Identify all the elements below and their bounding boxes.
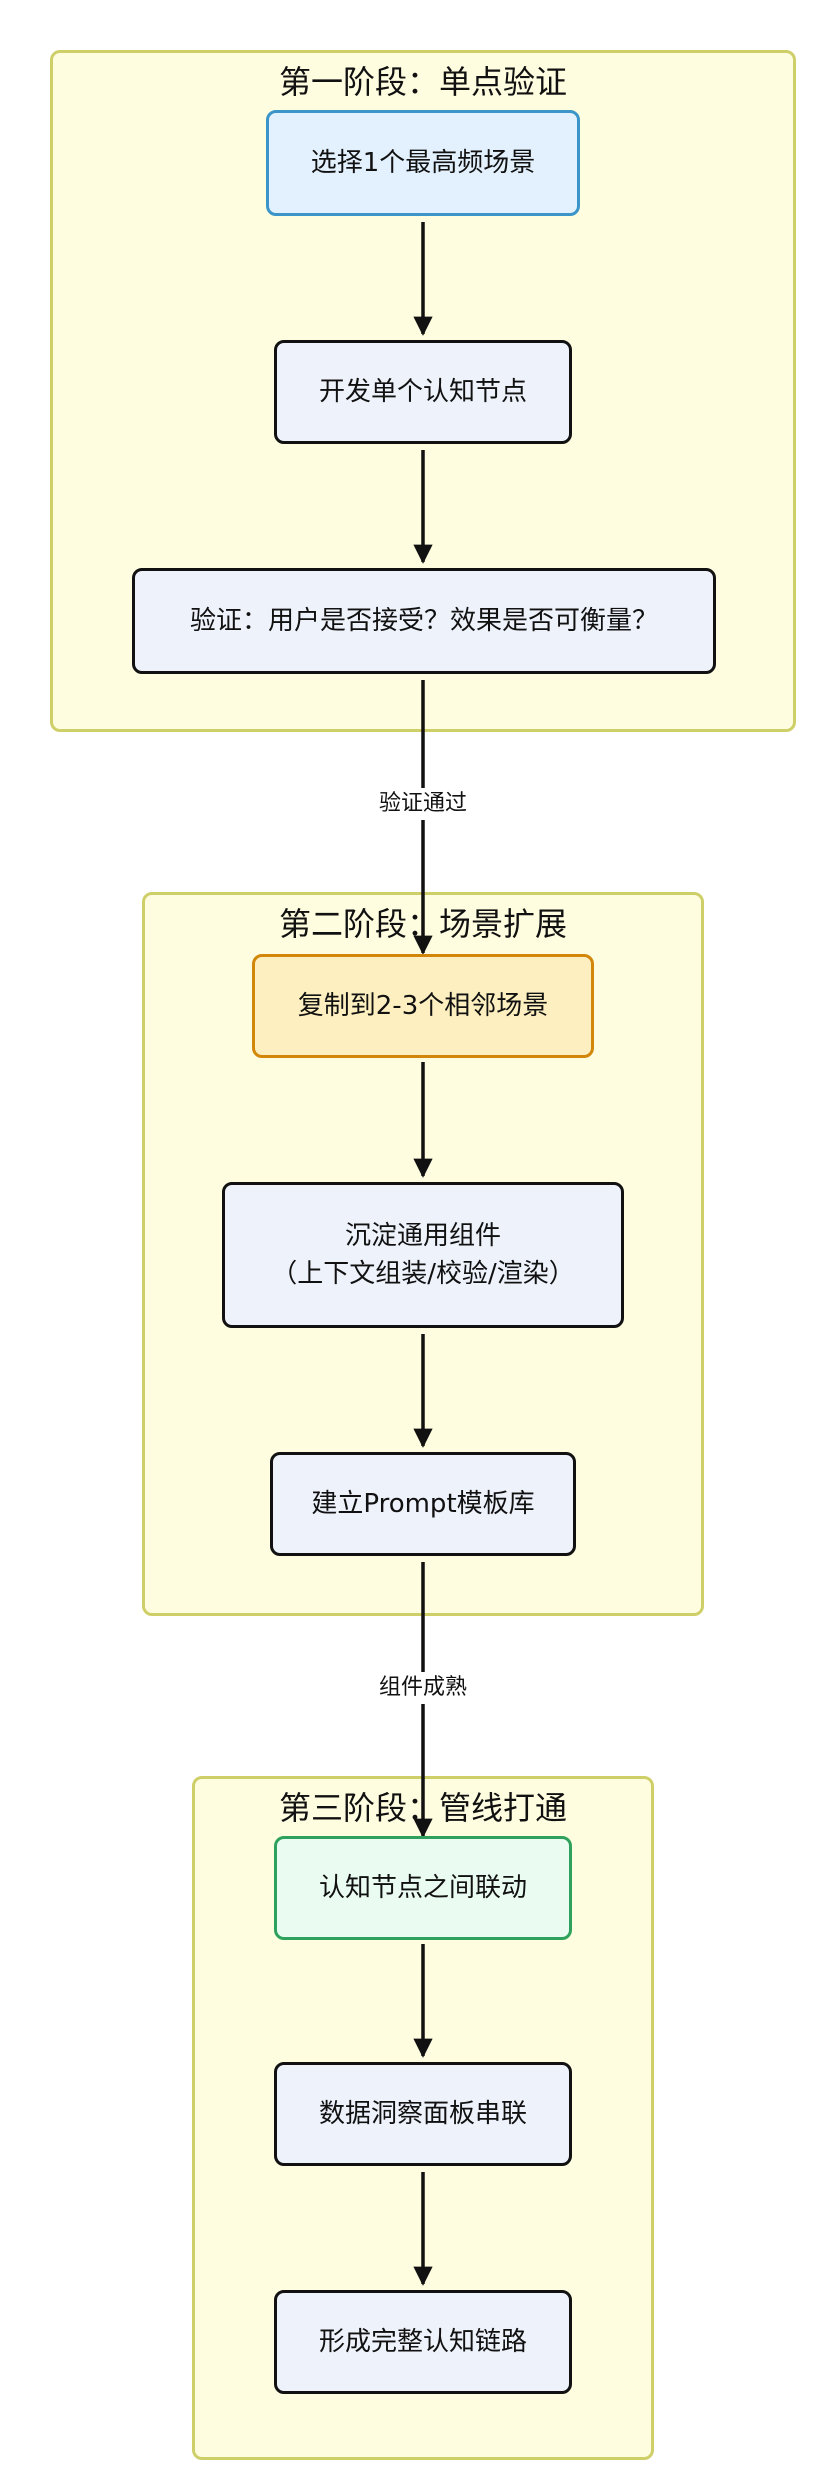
transition-label-validated: 验证通过 xyxy=(372,788,474,820)
node-shared-components: 沉淀通用组件 （上下文组装/校验/渲染） xyxy=(222,1182,624,1328)
transition-label-components-mature: 组件成熟 xyxy=(372,1672,474,1704)
node-complete-cognitive-chain: 形成完整认知链路 xyxy=(274,2290,572,2394)
node-select-top-scenario: 选择1个最高频场景 xyxy=(266,110,580,216)
stage-1-title: 第一阶段：单点验证 xyxy=(278,63,567,101)
node-validate-acceptance: 验证：用户是否接受？效果是否可衡量？ xyxy=(132,568,716,674)
node-replicate-adjacent-scenarios: 复制到2-3个相邻场景 xyxy=(252,954,594,1058)
node-prompt-template-library: 建立Prompt模板库 xyxy=(270,1452,576,1556)
node-develop-cognitive-node: 开发单个认知节点 xyxy=(274,340,572,444)
node-cognitive-linkage: 认知节点之间联动 xyxy=(274,1836,572,1940)
node-insight-panel-chain: 数据洞察面板串联 xyxy=(274,2062,572,2166)
